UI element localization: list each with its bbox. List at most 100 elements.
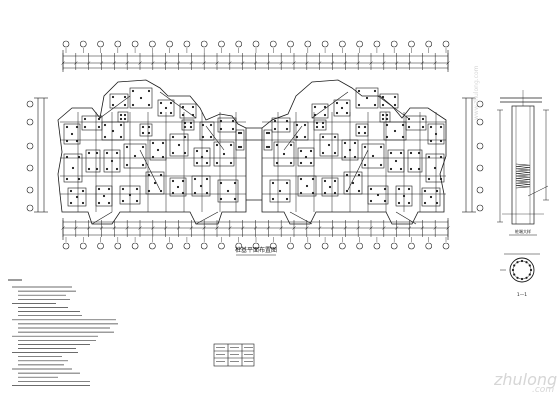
pile bbox=[159, 173, 163, 177]
pile bbox=[115, 151, 119, 155]
pile bbox=[439, 125, 443, 129]
pile bbox=[83, 125, 87, 129]
rebar bbox=[525, 261, 528, 264]
pile bbox=[209, 123, 213, 127]
pile bbox=[205, 161, 209, 165]
pile bbox=[265, 145, 269, 149]
pile-cap bbox=[269, 179, 291, 203]
right-unit-outline bbox=[261, 79, 447, 225]
pile bbox=[171, 151, 175, 155]
dimension-slash bbox=[138, 61, 142, 65]
dimension-slash bbox=[125, 226, 129, 230]
pile bbox=[181, 113, 185, 117]
pile bbox=[421, 125, 425, 129]
pile bbox=[369, 199, 373, 203]
dimension-slash bbox=[317, 61, 322, 65]
pile-cap bbox=[235, 129, 245, 151]
pile-cap bbox=[293, 121, 309, 141]
dimension-slash bbox=[382, 61, 386, 65]
dimension-slash bbox=[74, 61, 78, 65]
dimension-slash bbox=[86, 61, 91, 65]
pile bbox=[282, 152, 286, 156]
tie-beam bbox=[139, 149, 161, 191]
pile bbox=[147, 173, 151, 177]
pile bbox=[123, 95, 127, 99]
connecting-corridor bbox=[246, 127, 262, 201]
axis-bubble bbox=[218, 242, 225, 250]
pile bbox=[429, 139, 433, 143]
pile-cap bbox=[109, 93, 129, 109]
pile bbox=[171, 135, 175, 139]
pile bbox=[311, 177, 315, 181]
pile bbox=[133, 154, 137, 158]
pile bbox=[275, 143, 279, 147]
pile bbox=[353, 155, 357, 159]
dimension-slash bbox=[343, 226, 348, 230]
pile bbox=[193, 191, 197, 195]
dimension-slash bbox=[433, 61, 437, 65]
pile bbox=[201, 123, 205, 127]
dimension-slash bbox=[202, 226, 206, 230]
pile bbox=[189, 125, 193, 129]
pile bbox=[183, 121, 187, 125]
pile bbox=[201, 135, 205, 139]
pile bbox=[77, 177, 81, 181]
pile bbox=[423, 189, 427, 193]
rebar bbox=[520, 259, 524, 263]
pile bbox=[97, 201, 101, 205]
pile bbox=[195, 161, 199, 165]
dimension-slash bbox=[382, 226, 386, 230]
pile bbox=[107, 201, 111, 205]
spiral-stirrup bbox=[515, 163, 531, 189]
axis-bubble bbox=[26, 142, 34, 150]
pile bbox=[381, 95, 385, 99]
pile-cap bbox=[149, 139, 167, 161]
pile bbox=[169, 101, 173, 105]
pile bbox=[111, 103, 115, 107]
pile-cap bbox=[67, 187, 87, 207]
pile bbox=[231, 119, 235, 123]
axis-bubble bbox=[166, 242, 173, 250]
pile bbox=[119, 123, 123, 127]
pile bbox=[237, 145, 241, 149]
pile bbox=[379, 163, 383, 167]
dimension-slash bbox=[228, 226, 232, 230]
pile-section bbox=[500, 253, 540, 283]
piles bbox=[65, 89, 443, 205]
pile-detail bbox=[500, 90, 544, 225]
pile-cap bbox=[179, 103, 197, 119]
tie-beam bbox=[289, 211, 313, 225]
pile bbox=[433, 166, 437, 170]
axis-bubble bbox=[26, 186, 34, 194]
rebar bbox=[520, 277, 524, 281]
pile-cap bbox=[297, 175, 317, 197]
pile bbox=[385, 113, 389, 117]
pile bbox=[156, 148, 160, 152]
pile-detail-label: 桩端大样 bbox=[515, 228, 531, 234]
pile bbox=[385, 117, 389, 121]
dimension-slash bbox=[446, 226, 450, 230]
pile bbox=[169, 111, 173, 115]
pile bbox=[389, 167, 393, 171]
pile bbox=[343, 141, 347, 145]
pile bbox=[131, 103, 135, 107]
pile-cap bbox=[425, 153, 445, 183]
tie-beam bbox=[283, 125, 303, 151]
pile bbox=[81, 189, 85, 193]
pile bbox=[147, 89, 151, 93]
dimension-slash bbox=[99, 226, 104, 230]
axis-bubble bbox=[62, 242, 70, 250]
pile bbox=[323, 113, 327, 117]
pile bbox=[353, 141, 357, 145]
pile bbox=[81, 201, 85, 205]
axis-bubble bbox=[114, 40, 122, 48]
pile bbox=[315, 125, 319, 129]
pile-cap bbox=[145, 171, 165, 195]
pile bbox=[159, 189, 163, 193]
pile bbox=[397, 201, 401, 205]
dimension-slash bbox=[74, 226, 78, 230]
pile bbox=[407, 187, 411, 191]
pile bbox=[215, 161, 219, 165]
pile bbox=[285, 119, 289, 123]
pile bbox=[103, 123, 107, 127]
